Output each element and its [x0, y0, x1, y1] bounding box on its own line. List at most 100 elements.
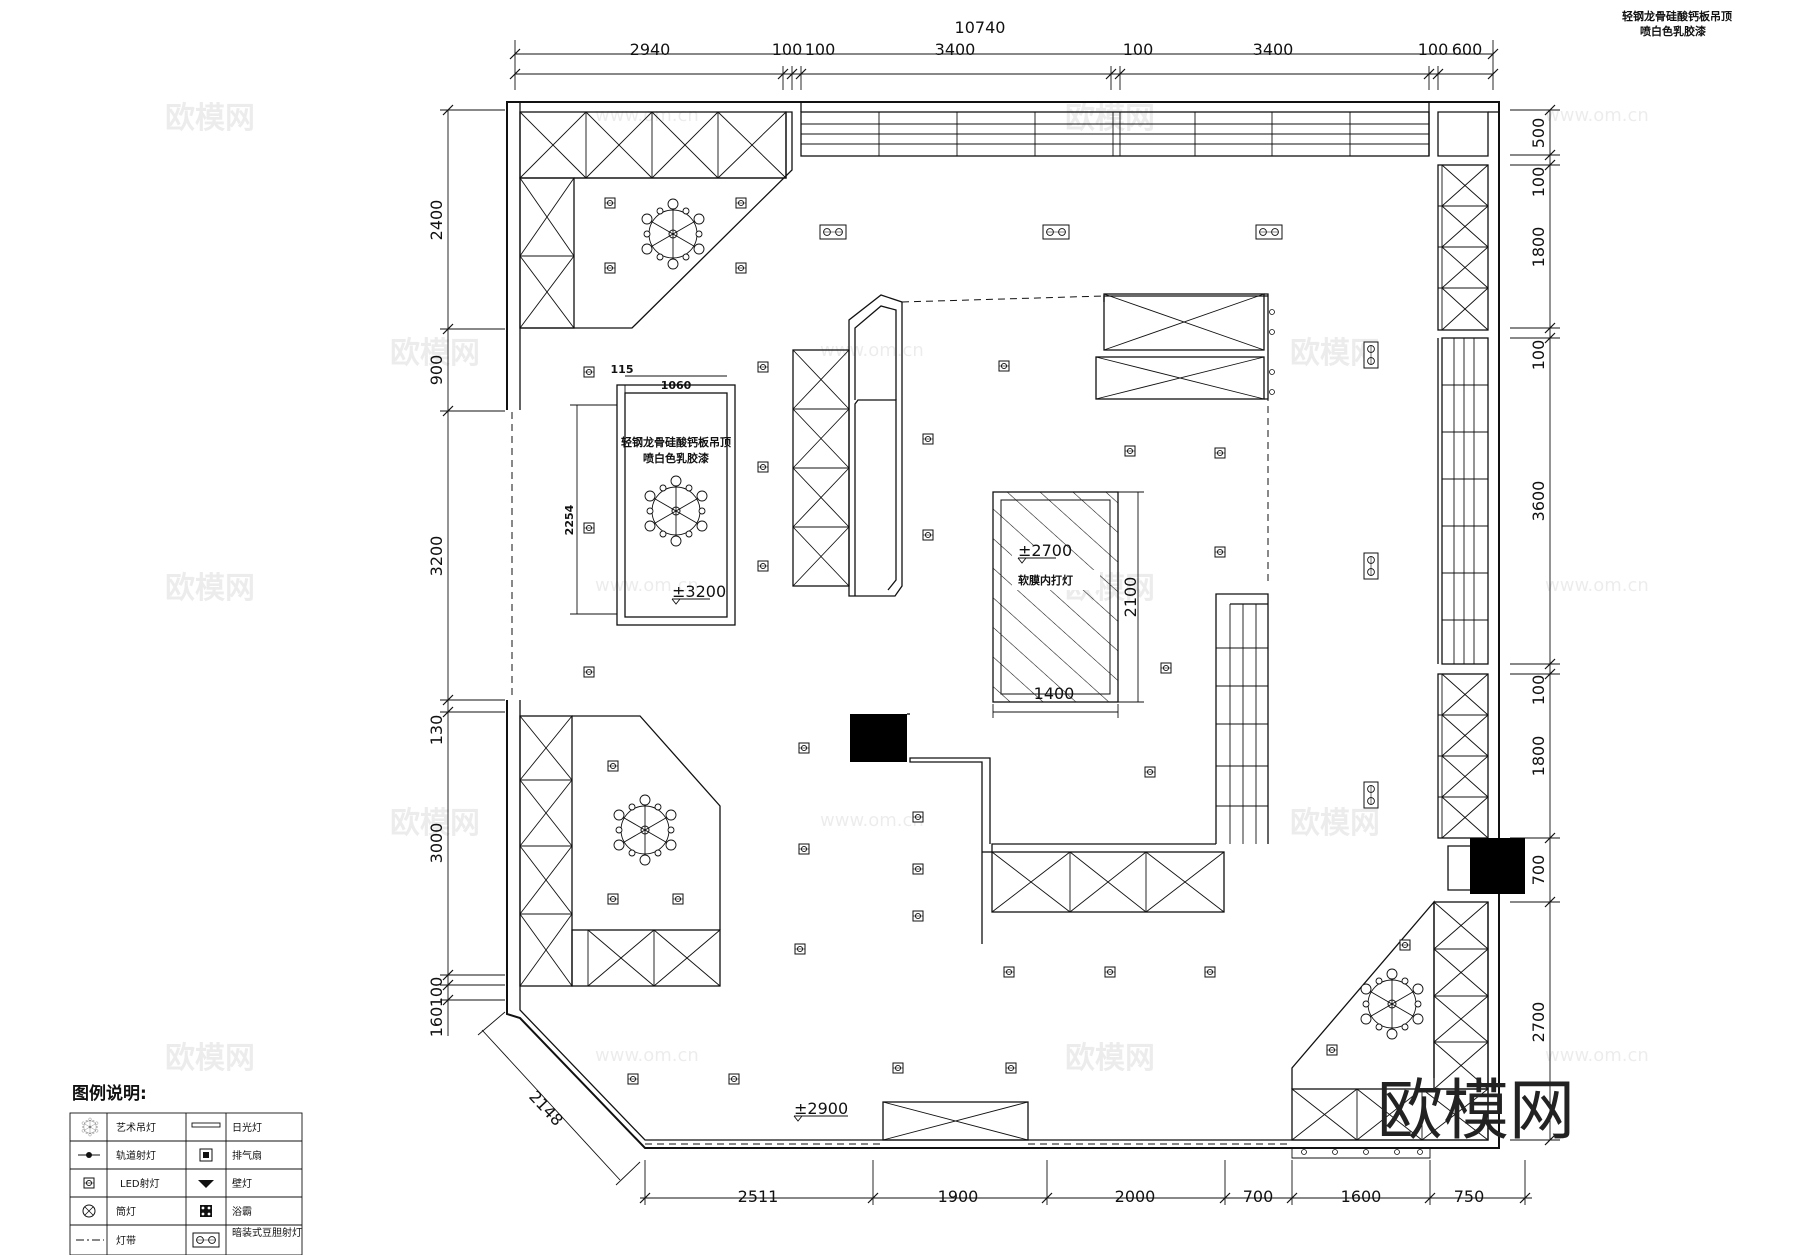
dim-label: 700 — [1529, 855, 1548, 886]
dim-label: 700 — [1243, 1187, 1274, 1206]
inner-right-trough — [1215, 593, 1269, 844]
dim-label: 100 — [1529, 340, 1548, 371]
bottom-dimension-line: 2511 1900 2000 700 1600 750 — [639, 1160, 1532, 1206]
dim-label: 3200 — [427, 536, 446, 577]
watermark-logo: 欧模网 — [390, 806, 480, 841]
watermark-url: www.om.cn — [820, 340, 924, 361]
dim-label: 1900 — [938, 1187, 979, 1206]
dim-label: 1400 — [1034, 684, 1075, 703]
watermark-url: www.om.cn — [1545, 105, 1649, 126]
dim-label: 3400 — [935, 40, 976, 59]
left-dimension-line: 2400 900 3200 130 3000 100 160 — [427, 104, 505, 1038]
cabinet-right-upper — [1437, 164, 1489, 331]
exhaust-fan-symbol-icon — [199, 1148, 213, 1162]
level-mark: ±2700 — [1018, 541, 1072, 560]
dim-label: 130 — [427, 715, 446, 746]
brand-logo: 欧模网 — [1377, 1072, 1575, 1149]
dim-label: 100 — [1418, 40, 1449, 59]
room-ceiling-note: 喷白色乳胶漆 — [643, 451, 709, 465]
fluorescent-symbol-icon — [191, 1122, 221, 1128]
track-light-symbol-icon — [78, 1152, 100, 1158]
recessed-grille-light-icon — [192, 1232, 220, 1248]
dim-label: 3000 — [427, 823, 446, 864]
dim-total-width: 10740 — [955, 18, 1006, 37]
cabinet-right-lower — [1437, 673, 1489, 839]
legend-title: 图例说明: — [72, 1083, 147, 1104]
legend-label: 日光灯 — [232, 1121, 262, 1134]
watermark-logo: 欧模网 — [1065, 1041, 1155, 1076]
dim-label: 100 — [772, 40, 803, 59]
watermark-logo: 欧模网 — [165, 1041, 255, 1076]
dim-label: 2700 — [1529, 1002, 1548, 1043]
dim-label: 2400 — [427, 200, 446, 241]
dim-label: 160 — [427, 1007, 446, 1038]
watermark-url: www.om.cn — [595, 105, 699, 126]
bath-heater-symbol-icon — [200, 1205, 212, 1217]
dim-label: 115 — [611, 363, 634, 376]
dim-label: 100 — [427, 977, 446, 1008]
chandelier-symbol-icon — [81, 1117, 99, 1137]
dim-label: 750 — [1454, 1187, 1485, 1206]
structural-column — [850, 714, 907, 762]
dim-label: 1060 — [661, 379, 692, 392]
soft-film-light-panel: ±2700 软膜内打灯 1400 2100 — [992, 491, 1144, 718]
structural-column — [1470, 838, 1525, 894]
soft-film-label: 软膜内打灯 — [1018, 573, 1073, 587]
led-spotlight-symbol-icon — [83, 1177, 95, 1189]
chandelier-icon — [644, 475, 708, 547]
watermark-layer: 欧模网 欧模网 欧模网 欧模网 欧模网 欧模网 欧模网 欧模网 欧模网 欧模网 … — [165, 101, 1649, 1076]
watermark-url: www.om.cn — [820, 810, 924, 831]
dim-label: 100 — [805, 40, 836, 59]
chandelier-icon — [641, 198, 705, 270]
right-dimension-line: 500 100 1800 100 3600 100 1800 700 2700 — [1510, 104, 1560, 1146]
chandelier-icon — [1360, 968, 1424, 1040]
watermark-logo: 欧模网 — [1290, 806, 1380, 841]
dim-label: 600 — [1452, 40, 1483, 59]
dim-label: 2148 — [525, 1087, 567, 1130]
watermark-url: www.om.cn — [1545, 1045, 1649, 1066]
level-mark: ±3200 — [672, 582, 726, 601]
watermark-logo: 欧模网 — [390, 336, 480, 371]
central-island — [792, 294, 1269, 597]
watermark-url: www.om.cn — [595, 1045, 699, 1066]
dim-label: 500 — [1529, 118, 1548, 149]
dim-label: 1800 — [1529, 736, 1548, 777]
dim-label: 2940 — [630, 40, 671, 59]
dim-label: 2000 — [1115, 1187, 1156, 1206]
dim-label: 2254 — [563, 504, 576, 535]
dim-label: 1600 — [1341, 1187, 1382, 1206]
cabinet-left-lower — [519, 715, 721, 987]
watermark-logo: 欧模网 — [165, 571, 255, 606]
watermark-logo: 欧模网 — [1065, 101, 1155, 136]
legend-label: 艺术吊灯 — [116, 1122, 156, 1134]
legend-label: 浴霸 — [232, 1206, 252, 1218]
ceiling-lamp-symbol-icon — [82, 1204, 96, 1218]
level-mark: ±2900 — [794, 1099, 848, 1118]
wall-lamp-symbol-icon — [198, 1180, 214, 1188]
legend: 图例说明: 艺术吊灯 日光灯 轨道射灯 排气扇 LED射灯 壁灯 — [69, 1083, 303, 1255]
cabinet-inner-top — [1095, 293, 1275, 400]
legend-label: 轨道射灯 — [116, 1149, 156, 1162]
dim-label: 3600 — [1529, 481, 1548, 522]
dim-label: 2511 — [738, 1187, 779, 1206]
legend-label: LED射灯 — [120, 1178, 160, 1190]
top-light-trough — [800, 102, 1489, 157]
right-light-trough — [1437, 337, 1489, 665]
top-dimension-line: 10740 2940 100 100 3400 100 3400 100 600 — [509, 18, 1499, 90]
ceiling-spec-note: 喷白色乳胶漆 — [1640, 24, 1706, 38]
dim-label: 100 — [1529, 167, 1548, 198]
cabinet-top-left — [519, 111, 793, 329]
legend-label: 暗装式豆胆射灯 — [232, 1226, 302, 1239]
dim-label: 900 — [427, 355, 446, 386]
legend-label: 排气扇 — [232, 1149, 262, 1162]
legend-label: 壁灯 — [232, 1177, 252, 1190]
dim-label: 100 — [1123, 40, 1154, 59]
dim-label: 2100 — [1121, 577, 1140, 618]
dim-label: 3400 — [1253, 40, 1294, 59]
chandelier-icon — [613, 794, 677, 866]
ceiling-spec-note: 轻钢龙骨硅酸钙板吊顶 — [1622, 9, 1732, 23]
dim-label: 100 — [1529, 675, 1548, 706]
room-ceiling-note: 轻钢龙骨硅酸钙板吊顶 — [621, 435, 731, 449]
watermark-url: www.om.cn — [1545, 575, 1649, 596]
